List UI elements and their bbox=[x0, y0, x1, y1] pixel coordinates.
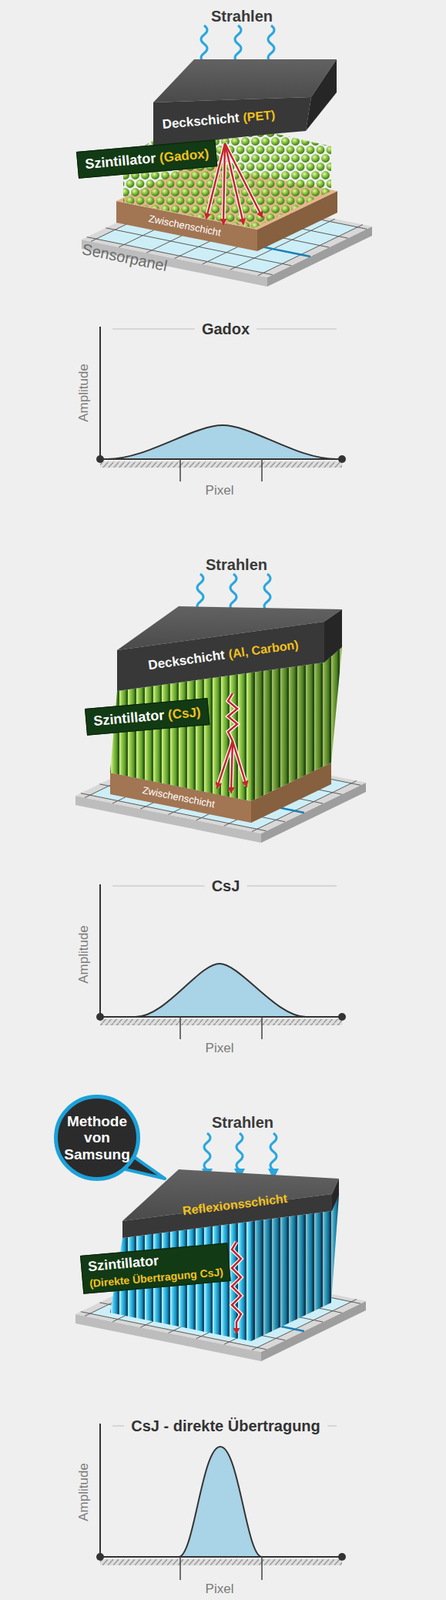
layer-label: Deckschicht bbox=[161, 110, 240, 132]
layer-label: Deckschicht bbox=[147, 647, 226, 674]
axis-label: Pixel bbox=[205, 1581, 235, 1597]
chart-title: CsJ bbox=[204, 877, 248, 895]
box-title: Szintillator bbox=[93, 707, 165, 729]
label-line: Gadox bbox=[194, 320, 257, 338]
chart-gadox bbox=[96, 326, 346, 482]
label-line: Pixel bbox=[205, 483, 235, 499]
cover-slab bbox=[153, 59, 337, 148]
label-line: Zwischenschicht bbox=[141, 782, 217, 811]
box-subtitle: (Gadox) bbox=[158, 146, 210, 166]
reflection-slab bbox=[122, 1169, 339, 1238]
light-arrow bbox=[231, 1241, 242, 1333]
label-line: Amplitude bbox=[77, 925, 92, 984]
axis-label: Pixel bbox=[205, 482, 235, 498]
chart-direct-csj bbox=[96, 1423, 346, 1580]
axis-label: Pixel bbox=[205, 1040, 235, 1056]
chart-csj bbox=[96, 884, 346, 1040]
axis-label: Amplitude bbox=[76, 925, 91, 984]
label-line: Strahlen bbox=[211, 1113, 274, 1131]
chart-title: Gadox bbox=[194, 320, 257, 338]
axis-label: Amplitude bbox=[76, 1462, 91, 1522]
box-title: Methode von Samsung bbox=[60, 1113, 135, 1163]
label-line: Sensorpanel bbox=[80, 240, 169, 275]
ray-label: Strahlen bbox=[211, 7, 273, 25]
label-line: Amplitude bbox=[77, 1462, 92, 1522]
axis-label: Amplitude bbox=[76, 363, 91, 423]
label-box: Szintillator(Direkte Übertragung CsJ) bbox=[80, 1242, 232, 1295]
cover-slab bbox=[117, 606, 343, 691]
layer-label: Reflexionsschicht bbox=[181, 1191, 289, 1218]
layer-label: (PET) bbox=[242, 107, 276, 125]
label-line: Deckschicht(Al, Carbon) bbox=[147, 637, 299, 674]
label-line: Amplitude bbox=[77, 363, 92, 423]
chart-title: CsJ - direkte Übertragung bbox=[124, 1417, 328, 1435]
layer-label: Zwischenschicht bbox=[147, 212, 222, 239]
ray-label: Strahlen bbox=[205, 556, 268, 574]
label-box: Szintillator(CsJ) bbox=[84, 697, 210, 736]
box-subtitle: (CsJ) bbox=[167, 704, 202, 723]
label-line: Strahlen bbox=[205, 556, 268, 574]
label-box: Szintillator(Gadox) bbox=[76, 139, 218, 179]
layer-label: Zwischenschicht bbox=[141, 784, 216, 811]
callout-bubble: Methode von Samsung bbox=[53, 1094, 141, 1181]
label-line: CsJ bbox=[204, 877, 248, 895]
label-line: Zwischenschicht bbox=[147, 211, 223, 239]
label-line: CsJ - direkte Übertragung bbox=[124, 1417, 328, 1435]
label-line: Pixel bbox=[205, 1582, 235, 1597]
ray-label: Strahlen bbox=[211, 1113, 274, 1131]
layer-label: (Al, Carbon) bbox=[227, 637, 299, 661]
light-arrows bbox=[217, 693, 247, 792]
label-line: Pixel bbox=[205, 1041, 235, 1057]
part-label: Sensorpanel bbox=[80, 240, 169, 275]
label-line: Strahlen bbox=[211, 7, 273, 25]
label-line: Reflexionsschicht bbox=[181, 1191, 289, 1218]
label-line: Deckschicht(PET) bbox=[161, 107, 276, 132]
box-title: Szintillator bbox=[84, 150, 157, 172]
